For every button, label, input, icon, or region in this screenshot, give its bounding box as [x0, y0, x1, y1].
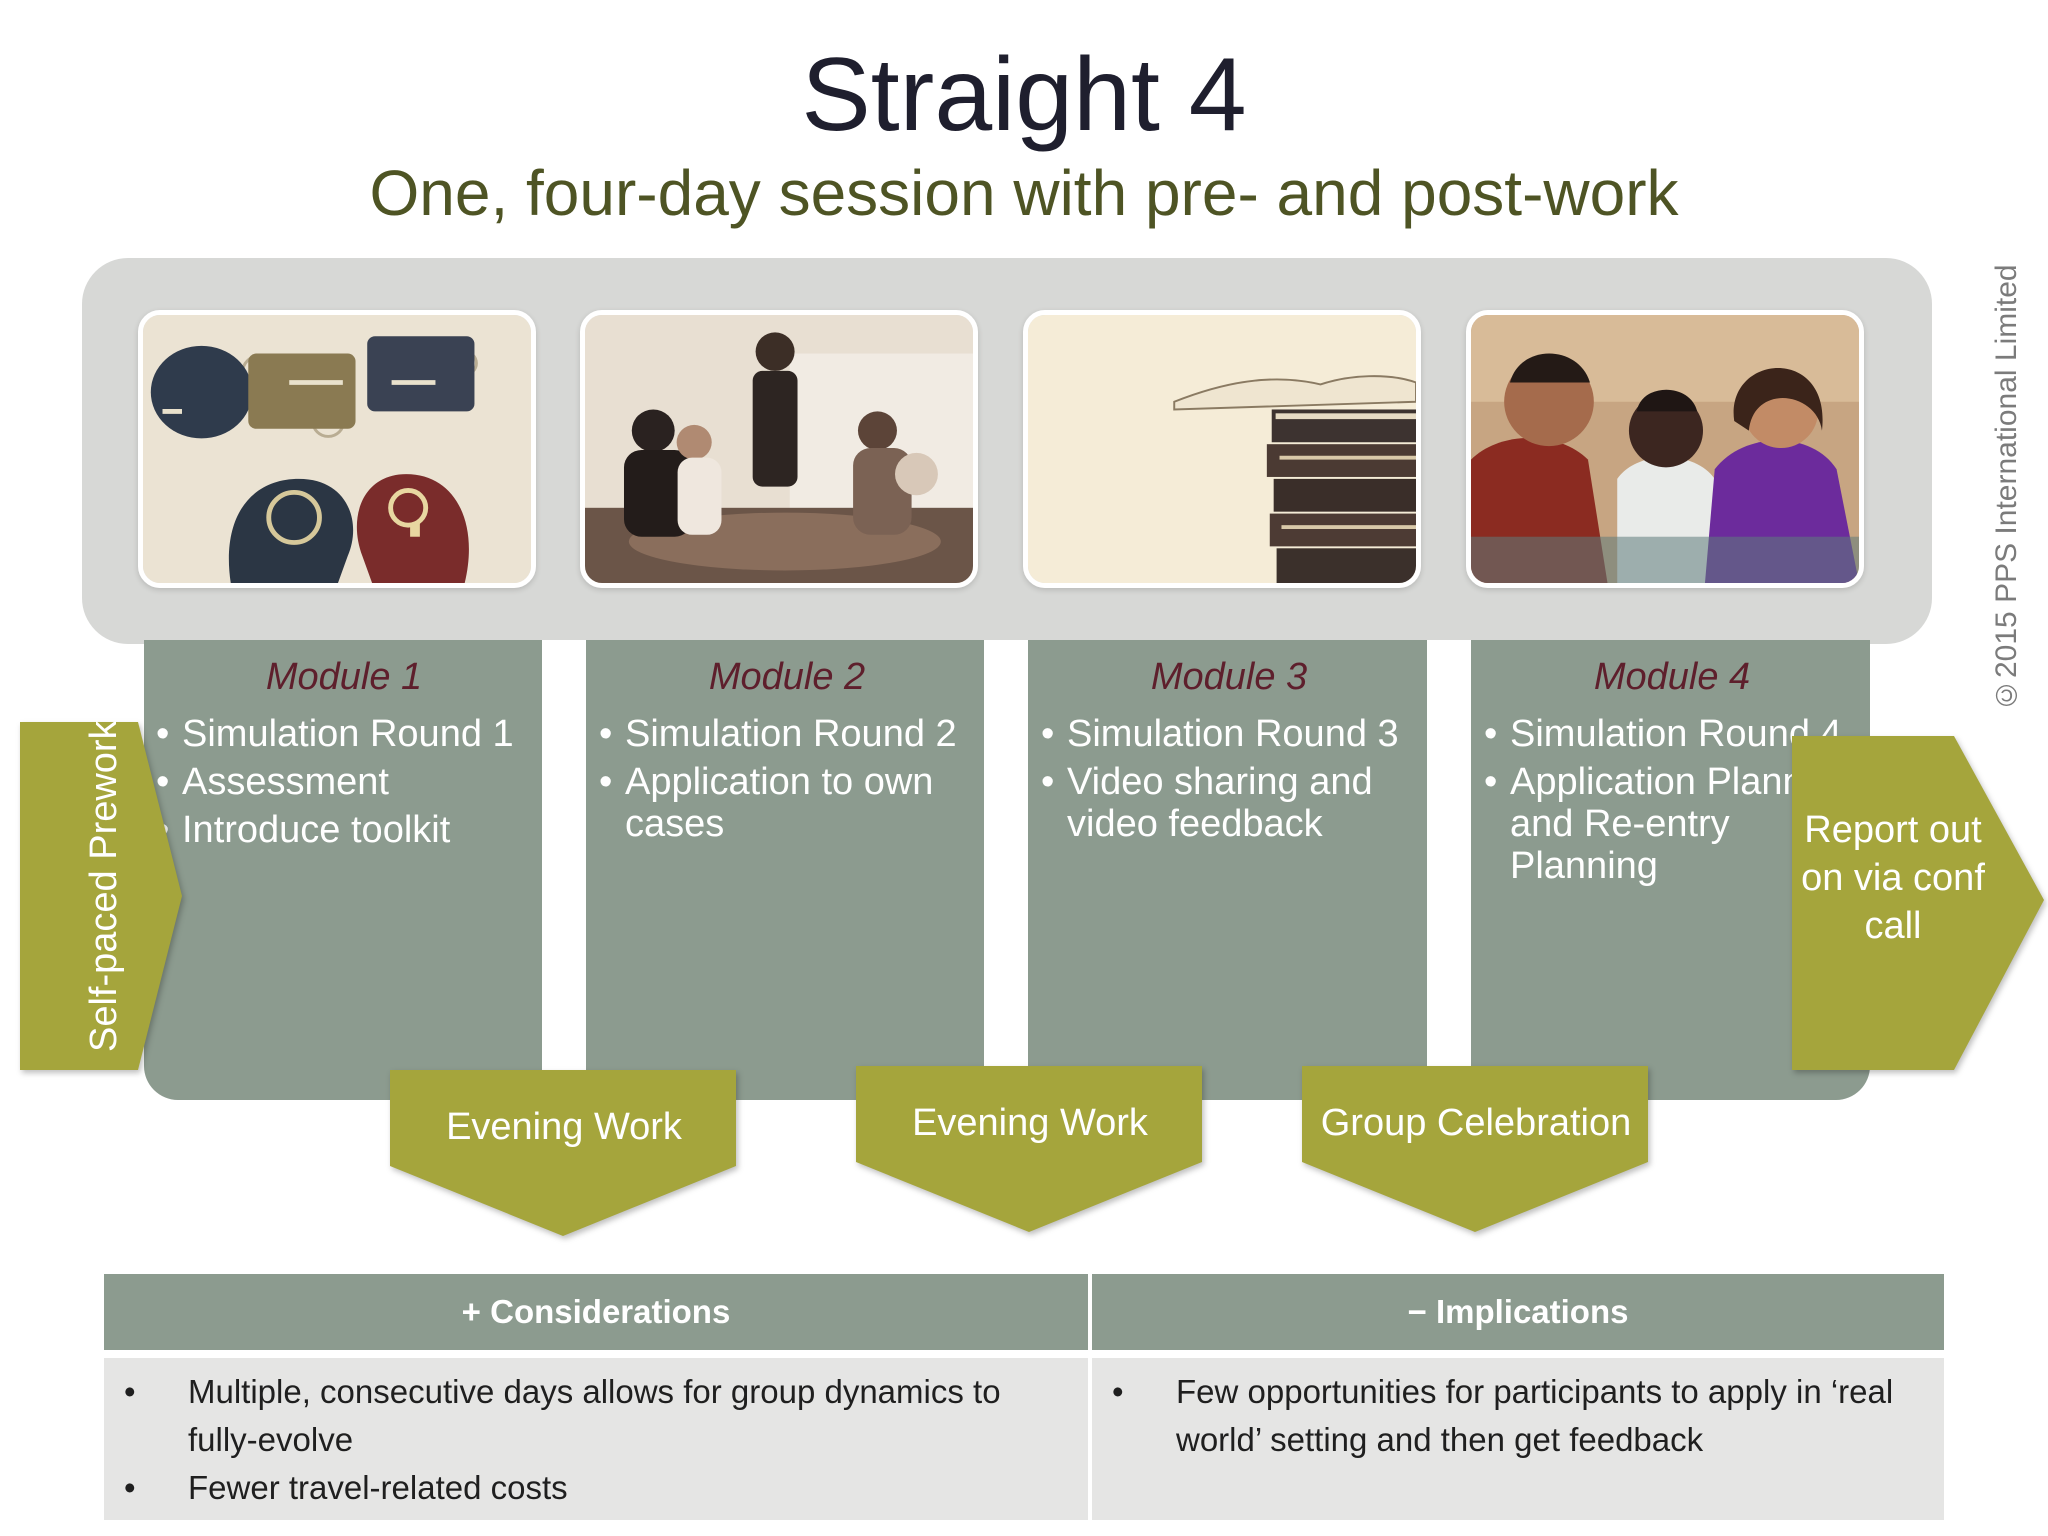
- module-bullet: Simulation Round 1: [156, 713, 542, 755]
- considerations-table: + Considerations − Implications Multiple…: [104, 1274, 1944, 1520]
- brain-process-icon: [138, 310, 536, 588]
- implication-item: Few opportunities for participants to ap…: [1092, 1368, 1924, 1464]
- book-stack-icon: [1023, 310, 1421, 588]
- module-title: Module 4: [1593, 656, 1751, 698]
- module-bullet: Video sharing and video feedback: [1041, 761, 1427, 845]
- module-1: Module 1 Simulation Round 1 Assessment I…: [146, 656, 542, 857]
- chevron-label: Evening Work: [912, 1102, 1148, 1144]
- module-2: Module 2 Simulation Round 2 Application …: [589, 656, 985, 851]
- group-discussion-icon: [1466, 310, 1864, 588]
- module-bullet: Introduce toolkit: [156, 809, 542, 851]
- module-bullet: Simulation Round 3: [1041, 713, 1427, 755]
- module-bullet: Assessment: [156, 761, 542, 803]
- module-title: Module 2: [708, 656, 866, 698]
- module-bullet: Simulation Round 2: [599, 713, 985, 755]
- module-title: Module 1: [265, 656, 423, 698]
- group-celebration-chevron: [1302, 1066, 1648, 1232]
- considerations-header: + Considerations: [104, 1274, 1088, 1350]
- module-bullet: Simulation Round 4: [1484, 713, 1870, 755]
- report-label: Report out on via conf call: [1801, 809, 1985, 947]
- module-divider: [1427, 640, 1471, 1102]
- module-3: Module 3 Simulation Round 3 Video sharin…: [1031, 656, 1427, 851]
- consideration-item: Fewer travel-related costs: [104, 1464, 1068, 1512]
- copyright-notice: ©2015 PPS International Limited: [1990, 264, 2023, 712]
- module-bullet: Application to own cases: [599, 761, 985, 845]
- module-divider: [984, 640, 1028, 1102]
- module-divider: [542, 640, 586, 1102]
- prework-arrow: [20, 722, 182, 1070]
- evening-work-chevron: [390, 1070, 736, 1236]
- considerations-cell: Multiple, consecutive days allows for gr…: [104, 1358, 1088, 1520]
- page-subtitle: One, four-day session with pre- and post…: [369, 157, 1679, 229]
- module-title: Module 3: [1150, 656, 1308, 698]
- implications-header: − Implications: [1092, 1274, 1944, 1350]
- evening-work-chevron: [856, 1066, 1202, 1232]
- page-title: Straight 4: [801, 37, 1247, 153]
- presentation-meeting-icon: [580, 310, 978, 588]
- chevron-label: Group Celebration: [1320, 1102, 1632, 1144]
- implications-cell: Few opportunities for participants to ap…: [1092, 1358, 1944, 1520]
- report-arrow: [1792, 736, 2044, 1070]
- consideration-item: Multiple, consecutive days allows for gr…: [104, 1368, 1068, 1464]
- prework-label: Self-paced Prework: [83, 720, 125, 1052]
- chevron-label: Evening Work: [446, 1106, 682, 1148]
